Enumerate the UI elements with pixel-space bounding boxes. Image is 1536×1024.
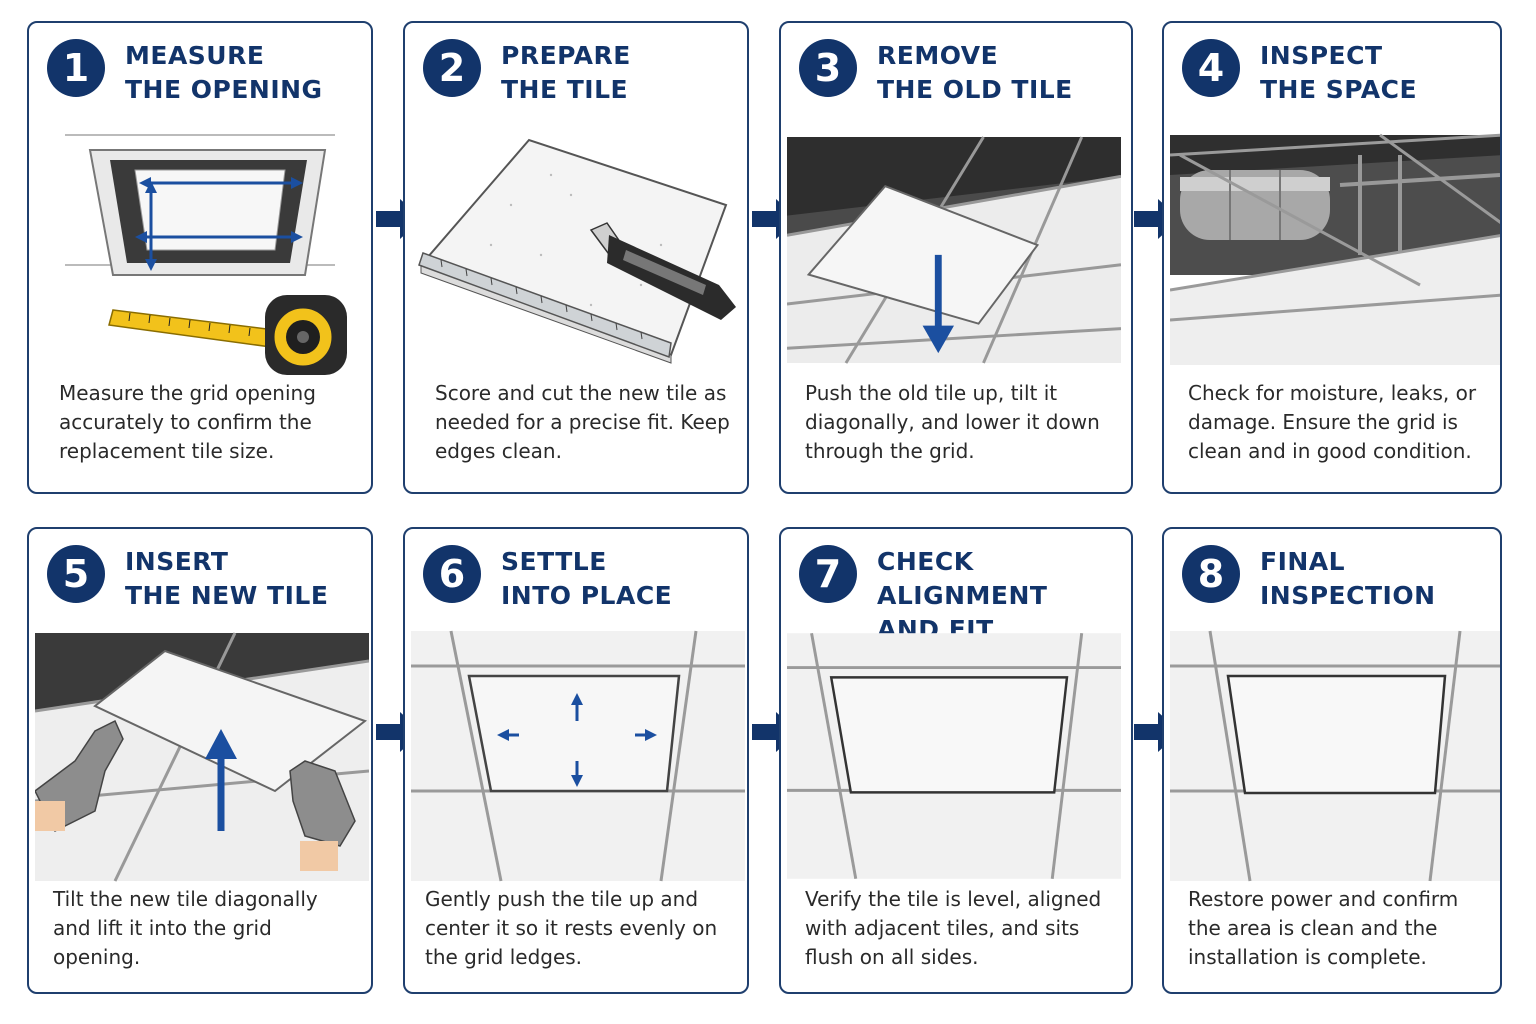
step-title: SETTLE INTO PLACE bbox=[501, 545, 747, 613]
tile-grid-icon bbox=[1170, 630, 1500, 882]
step-title: FINAL INSPECTION bbox=[1260, 545, 1500, 613]
step-title-line: CHECK ALIGNMENT bbox=[877, 547, 1048, 610]
step-card-5: 5 INSERT THE NEW TILE Tilt the new tile … bbox=[27, 527, 373, 994]
step-title-line: THE SPACE bbox=[1260, 75, 1418, 104]
step-card-7: 7 CHECK ALIGNMENT AND FIT Verify the til… bbox=[779, 527, 1133, 994]
step-title-line: PREPARE bbox=[501, 41, 631, 70]
step-title-line: MEASURE bbox=[125, 41, 265, 70]
step-title: INSERT THE NEW TILE bbox=[125, 545, 371, 613]
step-title: REMOVE THE OLD TILE bbox=[877, 39, 1127, 107]
tile-down-arrow-icon bbox=[787, 136, 1121, 364]
step-description: Measure the grid opening accurately to c… bbox=[59, 381, 316, 463]
step-card-2: 2 PREPARE THE TILE Score and cut the new… bbox=[403, 21, 749, 494]
gloved-hands-icon bbox=[35, 632, 369, 882]
step-title-line: INSERT bbox=[125, 547, 229, 576]
step-title-line: SETTLE bbox=[501, 547, 607, 576]
step-title-line: INTO PLACE bbox=[501, 581, 673, 610]
step-description: Gently push the tile up and center it so… bbox=[425, 887, 718, 969]
step-description: Score and cut the new tile as needed for… bbox=[435, 381, 730, 463]
step-title: MEASURE THE OPENING bbox=[125, 39, 371, 107]
step-title-line: REMOVE bbox=[877, 41, 999, 70]
step-description: Verify the tile is level, aligned with a… bbox=[805, 887, 1102, 969]
step-title-line: THE TILE bbox=[501, 75, 629, 104]
step-title-line: INSPECTION bbox=[1260, 581, 1436, 610]
step-number-badge: 3 bbox=[799, 39, 857, 97]
step-title-line: THE NEW TILE bbox=[125, 581, 329, 610]
step-number-badge: 2 bbox=[423, 39, 481, 97]
step-description: Push the old tile up, tilt it diagonally… bbox=[805, 381, 1100, 463]
center-arrows-icon bbox=[411, 630, 745, 882]
step-title-line: THE OPENING bbox=[125, 75, 323, 104]
step-title-line: INSPECT bbox=[1260, 41, 1383, 70]
step-title-line: FINAL bbox=[1260, 547, 1346, 576]
step-number-badge: 4 bbox=[1182, 39, 1240, 97]
step-number-badge: 6 bbox=[423, 545, 481, 603]
step-title: PREPARE THE TILE bbox=[501, 39, 747, 107]
step-number-badge: 8 bbox=[1182, 545, 1240, 603]
step-title: INSPECT THE SPACE bbox=[1260, 39, 1500, 107]
step-description: Restore power and confirm the area is cl… bbox=[1188, 887, 1459, 969]
step-card-8: 8 FINAL INSPECTION Restore power and con… bbox=[1162, 527, 1502, 994]
duct-icon bbox=[1170, 133, 1500, 365]
step-card-4: 4 INSPECT THE SPACE Check for moisture, … bbox=[1162, 21, 1502, 494]
step-title-line: THE OLD TILE bbox=[877, 75, 1073, 104]
step-card-6: 6 SETTLE INTO PLACE Gently push the tile… bbox=[403, 527, 749, 994]
step-card-1: 1 MEASURE THE OPENING bbox=[27, 21, 373, 494]
step-card-3: 3 REMOVE THE OLD TILE Push the old tile … bbox=[779, 21, 1133, 494]
utility-knife-icon bbox=[418, 138, 736, 364]
step-number-badge: 7 bbox=[799, 545, 857, 603]
step-number-badge: 1 bbox=[47, 39, 105, 97]
step-number-badge: 5 bbox=[47, 545, 105, 603]
step-description: Check for moisture, leaks, or damage. En… bbox=[1188, 381, 1477, 463]
tape-measure-icon bbox=[65, 134, 347, 375]
tile-grid-icon bbox=[787, 632, 1121, 880]
step-description: Tilt the new tile diagonally and lift it… bbox=[53, 887, 318, 969]
